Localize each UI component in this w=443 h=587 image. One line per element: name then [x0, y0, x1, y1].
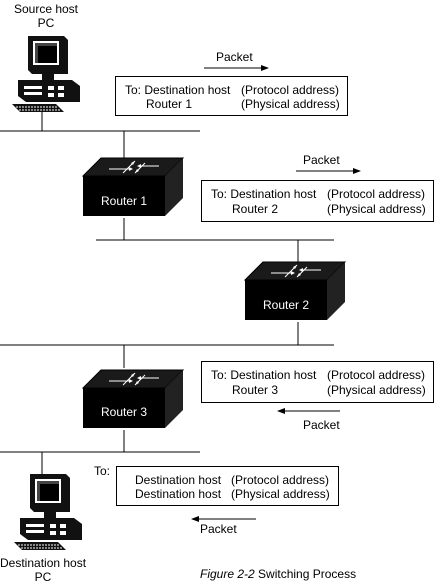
router3-icon: [82, 369, 184, 429]
box4-to-label: To:: [94, 464, 111, 478]
box3-row2-kind: (Physical address): [327, 383, 426, 397]
box1-row2-name: Router 1: [146, 97, 193, 111]
box4-row2-name: Destination host: [135, 487, 222, 501]
packet-label-1: Packet: [216, 50, 253, 64]
box3-row1-kind: (Protocol address): [327, 368, 426, 382]
router3-label: Router 3: [100, 405, 148, 419]
packet-label-3: Packet: [303, 418, 340, 432]
box2-row2-kind: (Physical address): [327, 202, 426, 216]
box3-row1-name: To: Destination host: [211, 368, 317, 382]
box4-row2-kind: (Physical address): [231, 487, 330, 501]
packet-label-4: Packet: [200, 522, 237, 536]
figure-title: Switching Process: [258, 567, 357, 581]
box1-row2-kind: (Physical address): [241, 97, 340, 111]
destination-pc-icon: [13, 473, 83, 551]
address-box-4: Destination host (Protocol address) Dest…: [116, 466, 339, 506]
destination-host-line2: PC: [34, 570, 52, 584]
router1-label: Router 1: [100, 194, 148, 208]
box1-row1-name: To: Destination host: [125, 83, 231, 97]
router2-label: Router 2: [262, 298, 310, 312]
source-host-label: Source host PC: [4, 2, 88, 30]
address-box-2: To: Destination host (Protocol address) …: [201, 180, 434, 222]
source-host-line1: Source host: [13, 2, 79, 16]
box4-row1-name: Destination host: [135, 473, 222, 487]
address-box-1: To: Destination host (Protocol address) …: [115, 76, 348, 116]
box4-row1-kind: (Protocol address): [231, 473, 330, 487]
address-box-3: To: Destination host (Protocol address) …: [201, 361, 434, 403]
box2-row1-kind: (Protocol address): [327, 187, 426, 201]
packet-label-2: Packet: [303, 153, 340, 167]
box3-row2-name: Router 3: [232, 383, 279, 397]
source-host-line2: PC: [37, 16, 55, 30]
box1-row1-kind: (Protocol address): [241, 83, 340, 97]
source-pc-icon: [11, 35, 81, 113]
box2-row2-name: Router 2: [232, 202, 279, 216]
figure-caption: Figure 2-2 Switching Process: [200, 567, 356, 581]
destination-host-label: Destination host PC: [0, 556, 86, 584]
figure-number: Figure 2-2: [200, 567, 255, 581]
destination-host-line1: Destination host: [0, 556, 87, 570]
box2-row1-name: To: Destination host: [211, 187, 317, 201]
